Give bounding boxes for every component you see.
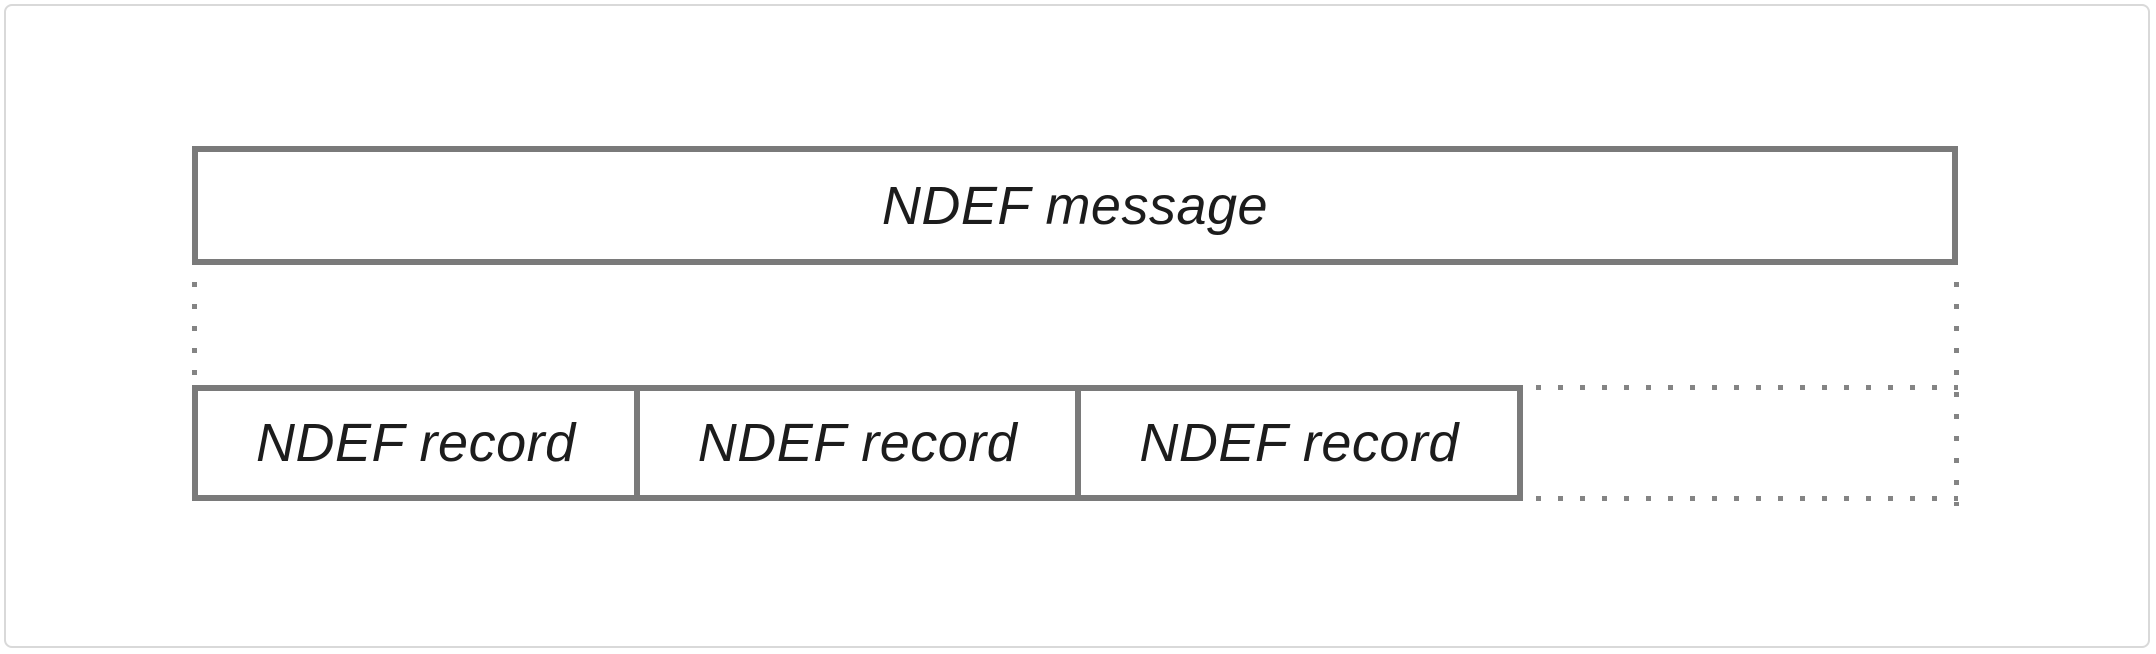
ndef-records-row: NDEF record NDEF record NDEF record <box>192 385 1523 501</box>
outer-frame <box>4 4 2150 648</box>
dotted-connector-right <box>1954 282 1959 506</box>
dotted-connector-top <box>1536 385 1958 390</box>
ndef-record-label: NDEF record <box>697 413 1018 473</box>
ndef-message-box: NDEF message <box>192 146 1958 265</box>
ndef-record-label: NDEF record <box>256 413 576 473</box>
dotted-connector-bottom <box>1536 496 1958 501</box>
ndef-record-box: NDEF record <box>640 391 1082 495</box>
dotted-connector-left <box>192 282 197 385</box>
ndef-record-box: NDEF record <box>1081 391 1517 495</box>
ndef-record-box: NDEF record <box>198 391 640 495</box>
ndef-message-label: NDEF message <box>881 175 1269 236</box>
ndef-record-label: NDEF record <box>1139 413 1459 473</box>
